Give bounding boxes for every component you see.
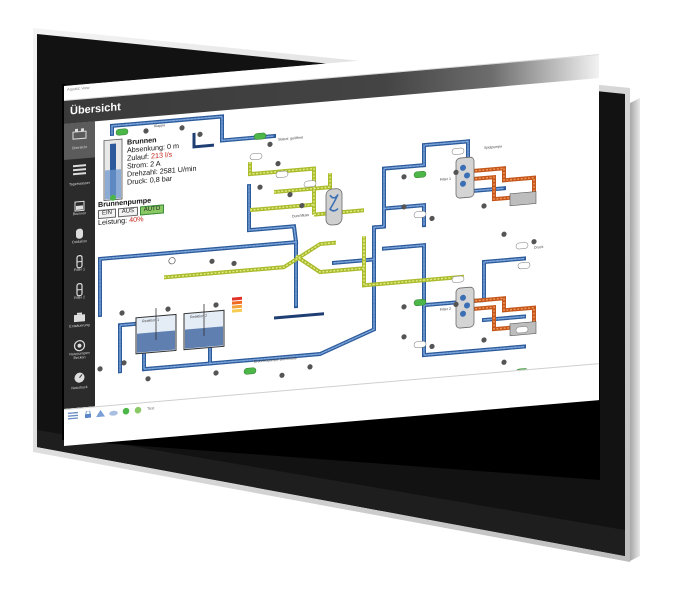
filter-1-icon [455, 156, 475, 199]
orange-pipes [468, 166, 536, 332]
navigation-sidebar: Übersicht Tageswasser Brunnen Oxidation [64, 121, 95, 410]
reaction-tanks [135, 303, 225, 355]
sidebar-item-filter-2[interactable]: Filter 2 [64, 277, 95, 308]
dark-pipes [192, 132, 324, 320]
sidebar-item-uebersicht[interactable]: Übersicht [64, 121, 95, 160]
filter-2-icon [455, 286, 475, 329]
sidebar-item-oxidation[interactable]: Oxidation [64, 221, 95, 252]
sidebar-item-brunnen[interactable]: Brunnen [64, 193, 95, 224]
lock-icon[interactable] [84, 410, 92, 419]
cloud-icon[interactable] [109, 408, 118, 416]
filter-icon [76, 255, 83, 269]
druck-value: 0,8 bar [149, 173, 173, 185]
sidebar-item-netzpumpen[interactable]: Netzpumpen Becken [64, 333, 95, 368]
hmi-screen: Aquatic view Übersicht Übersicht Tageswa… [64, 40, 599, 447]
device-side-edge [628, 98, 640, 562]
well-icon [103, 138, 123, 202]
list-icon [73, 164, 86, 176]
tank-icon [74, 312, 85, 323]
gauge-label: Druck [534, 244, 544, 250]
leistung-value: 40% [129, 214, 144, 225]
alarm-status-icon[interactable] [122, 407, 130, 415]
sidebar-item-tageswasser[interactable]: Tageswasser [64, 157, 95, 196]
status-bar: Test [64, 363, 599, 423]
status-light-icon [134, 406, 142, 414]
gauge-icon [74, 372, 85, 383]
sidebar-item-filter-1[interactable]: Filter 1 [64, 249, 95, 280]
bezel-bottom-shade [37, 430, 625, 556]
sidebar-item-netzdruck[interactable]: Netzdruck [64, 365, 95, 400]
warning-icon[interactable] [96, 409, 105, 418]
overview-icon [72, 128, 87, 140]
tank-icon [76, 228, 83, 239]
druck-label: Druck: [127, 175, 148, 187]
oxidation-tank-icon [325, 188, 343, 226]
pump-icon [73, 340, 86, 352]
menu-icon[interactable] [68, 411, 78, 420]
filter-icon [76, 283, 83, 297]
process-diagram [97, 114, 537, 382]
status-text: Test [147, 405, 155, 411]
level-indicator [232, 296, 244, 318]
level-bar-4 [232, 308, 242, 313]
sidebar-item-entsaeuerung[interactable]: Entsäuerung [64, 305, 95, 336]
well-icon [74, 200, 85, 212]
